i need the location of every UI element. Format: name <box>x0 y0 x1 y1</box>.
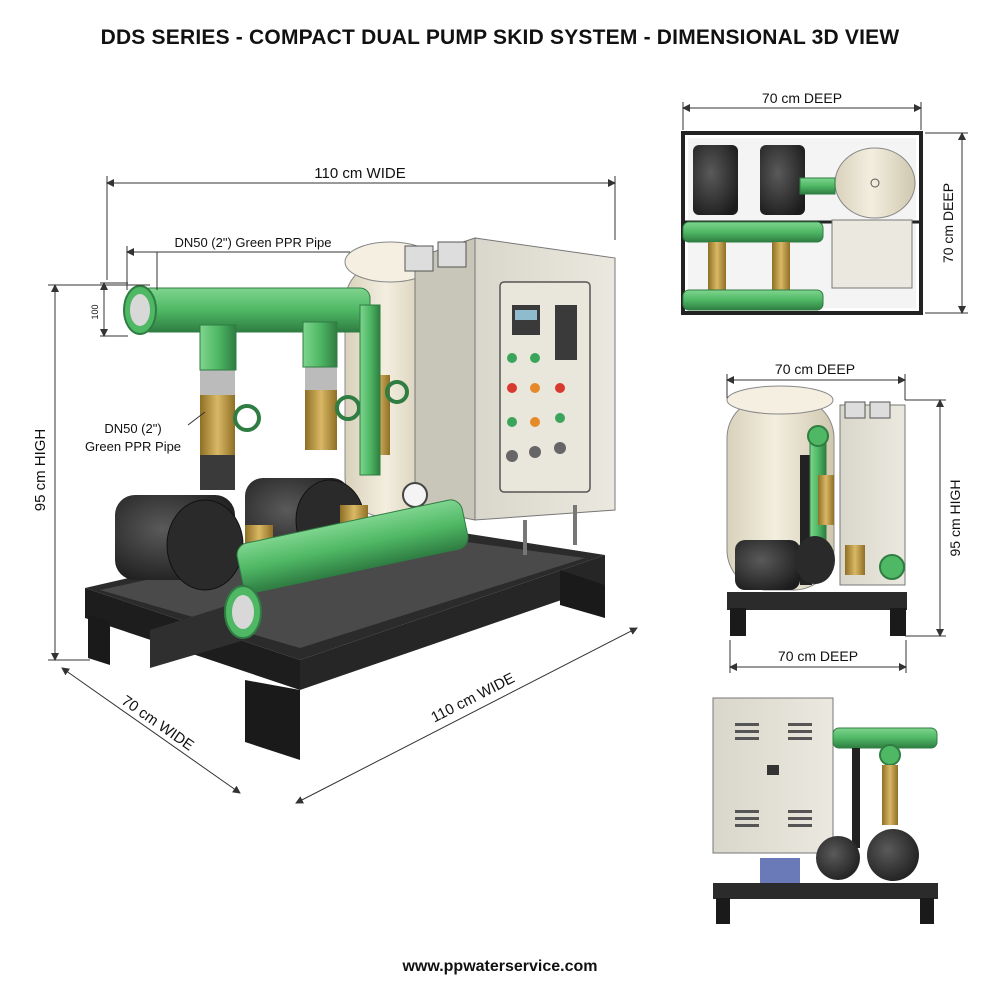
rear-view <box>712 697 938 924</box>
footer-url[interactable]: www.ppwaterservice.com <box>402 958 598 975</box>
side-view-deep-top: 70 cm DEEP <box>775 361 855 377</box>
side-view-deep-bottom: 70 cm DEEP <box>778 648 858 664</box>
control-cabinet <box>404 237 616 555</box>
main-3d-view: 110 cm WIDE DN50 (2") Green PPR Pipe 100… <box>32 165 638 804</box>
top-view-deep-side: 70 cm DEEP <box>940 183 956 263</box>
diagram-title: DDS SERIES - COMPACT DUAL PUMP SKID SYST… <box>100 26 900 49</box>
dim-110cm-top: 110 cm WIDE <box>314 165 405 182</box>
label-pipe-left-2: Green PPR Pipe <box>85 439 181 454</box>
dim-70cm-wide: 70 cm WIDE <box>118 692 197 754</box>
top-view-deep-top: 70 cm DEEP <box>762 90 842 106</box>
dim-small: 100 <box>90 304 100 319</box>
top-view: 70 cm DEEP 70 cm DEEP <box>681 90 968 315</box>
side-view: 70 cm DEEP 95 cm HIGH 70 cm DEEP <box>726 361 963 673</box>
side-view-high: 95 cm HIGH <box>947 479 963 556</box>
dim-110cm-front: 110 cm WIDE <box>428 670 517 727</box>
green-ppr-pipes <box>123 285 469 639</box>
label-pipe-top: DN50 (2") Green PPR Pipe <box>174 235 331 250</box>
label-pipe-left-1: DN50 (2") <box>104 421 161 436</box>
dim-95cm-high: 95 cm HIGH <box>32 429 49 512</box>
main-dimensions <box>48 176 638 804</box>
